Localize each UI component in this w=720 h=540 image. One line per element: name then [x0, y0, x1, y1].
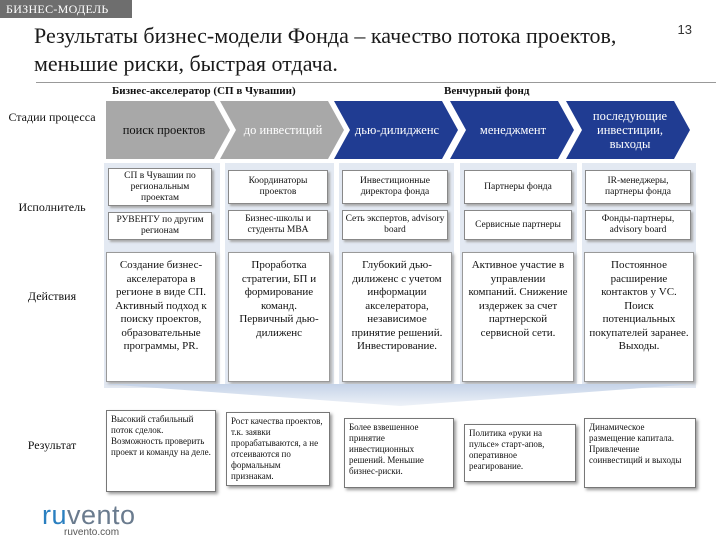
stage-label-1: поиск проектов [122, 123, 206, 137]
executor-5-a: IR-менеджеры, партнеры фонда [585, 170, 691, 204]
page-number: 13 [677, 22, 692, 37]
executor-4-a: Партнеры фонда [464, 170, 572, 204]
result-2: Рост качества проектов, т.к. заявки прор… [226, 412, 330, 486]
logo-brand-left: ru [42, 500, 68, 530]
section-accelerator-label: Бизнес-акселератор (СП в Чувашии) [112, 85, 296, 97]
results-arrow [104, 384, 696, 406]
executor-2-b: Бизнес-школы и студенты MBA [228, 210, 328, 240]
stage-label-5: последующие инвестиции, выходы [592, 109, 668, 151]
action-2: Проработка стратегии, БП и формирование … [228, 252, 330, 382]
company-logo: ruvento [42, 500, 136, 531]
logo-brand-right: vento [67, 500, 136, 530]
executor-3-b: Сеть экспертов, advisory board [342, 210, 448, 240]
stage-chevron-3: дью-дилидженс [334, 101, 458, 159]
result-5: Динамическое размещение капитала. Привле… [584, 418, 696, 488]
executor-2-a: Координаторы проектов [228, 170, 328, 204]
stage-label-4: менеджмент [479, 123, 547, 137]
section-tag: БИЗНЕС-МОДЕЛЬ [0, 0, 132, 18]
section-venture-label: Венчурный фонд [444, 85, 530, 97]
row-label-actions: Действия [27, 289, 77, 303]
stage-chevron-5: последующие инвестиции, выходы [566, 101, 690, 159]
executor-1-a: СП в Чувашии по региональным проектам [108, 168, 212, 206]
result-3: Более взвешенное принятие инвестиционных… [344, 418, 454, 488]
action-4: Активное участие в управлении компаний. … [462, 252, 574, 382]
stage-chevron-2: до инвестиций [220, 101, 344, 159]
stage-label-3: дью-дилидженс [354, 123, 440, 137]
executor-3-a: Инвестиционные директора фонда [342, 170, 448, 204]
row-label-result: Результат [27, 438, 77, 452]
company-website: ruvento.com [64, 527, 120, 538]
executor-5-b: Фонды-партнеры, advisory board [585, 210, 691, 240]
row-label-executor: Исполнитель [18, 200, 86, 214]
executor-4-b: Сервисные партнеры [464, 210, 572, 240]
stage-chevron-4: менеджмент [450, 101, 574, 159]
action-1: Создание бизнес-акселератора в регионе в… [106, 252, 216, 382]
result-4: Политика «руки на пульсе» старт-апов, оп… [464, 424, 576, 482]
executor-1-b: РУВЕНТУ по другим регионам [108, 212, 212, 240]
row-label-stages: Стадии процесса [8, 110, 96, 124]
title-divider [36, 82, 716, 83]
result-1: Высокий стабильный поток сделок. Возможн… [106, 410, 216, 492]
stage-label-2: до инвестиций [243, 123, 323, 137]
slide-title: Результаты бизнес-модели Фонда – качеств… [34, 23, 617, 76]
action-5: Постоянное расширение контактов у VC. По… [584, 252, 694, 382]
stage-chevron-1: поиск проектов [106, 101, 230, 159]
action-3: Глубокий дью-дилиженс с учетом информаци… [342, 252, 452, 382]
